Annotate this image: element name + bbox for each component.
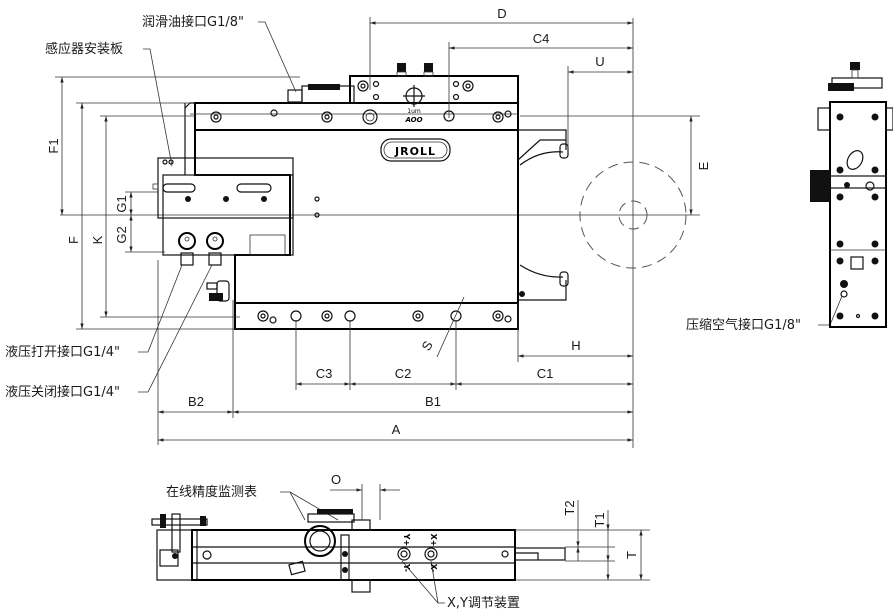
- y-adjust-screw: [397, 547, 411, 561]
- dim-T1: T1: [592, 512, 607, 527]
- dim-T2: T2: [562, 500, 577, 515]
- sensor-mounting-plate: [152, 157, 294, 219]
- bolt-holes-top: [210, 80, 512, 125]
- callout-sensor-plate: 感应器安装板: [45, 41, 123, 57]
- dial-brand: AOO: [404, 116, 422, 124]
- main-body: [194, 129, 519, 304]
- shaft: [514, 547, 566, 561]
- dial-gauge: [304, 525, 336, 557]
- callout-hydraulic-open: 液压打开接口G1/4": [5, 344, 120, 360]
- dim-B2: B2: [188, 394, 204, 409]
- top-knob: [397, 63, 406, 72]
- dim-O: O: [331, 472, 341, 487]
- hydraulic-fittings: [178, 232, 230, 302]
- hydraulic-block: [162, 174, 294, 256]
- mark-x-minus: X-: [429, 564, 438, 573]
- bottom-bar: [234, 302, 519, 330]
- dim-C1: C1: [537, 366, 554, 381]
- mark-x-plus: X+: [429, 534, 438, 547]
- callout-dial-gauge: 在线精度监测表: [166, 484, 257, 500]
- lube-port-fitting: [287, 84, 355, 104]
- dim-S: S: [418, 338, 435, 353]
- dimensions: D C4 U E F1 F K G1 G2: [46, 6, 711, 445]
- mark-y-minus: Y-: [402, 563, 411, 572]
- callout-air-port: 压缩空气接口G1/8": [686, 317, 801, 333]
- callout-lube-port: 润滑油接口G1/8": [142, 14, 244, 30]
- dim-H: H: [571, 338, 580, 353]
- callout-hydraulic-close: 液压关闭接口G1/4": [5, 384, 120, 400]
- callout-xy-adjust: X,Y调节装置: [447, 596, 520, 611]
- dim-F1: F1: [46, 138, 61, 153]
- dim-F: F: [66, 236, 81, 244]
- dim-G1: G1: [114, 195, 129, 212]
- svg-text:JROLL: JROLL: [394, 145, 436, 158]
- dim-G2: G2: [114, 226, 129, 243]
- top-knob: [424, 63, 433, 72]
- dim-E: E: [696, 161, 711, 170]
- side-view: [810, 62, 893, 328]
- x-adjust-screw: [424, 547, 438, 561]
- dim-K: K: [90, 235, 105, 244]
- dim-B1: B1: [425, 394, 441, 409]
- crosshair-dial-icon: [403, 85, 425, 107]
- jroll-logo: JROLL: [380, 138, 451, 162]
- dim-T: T: [624, 551, 639, 559]
- dial-caption: 1um: [407, 108, 421, 115]
- clamping-jaws: [517, 129, 569, 301]
- dim-D: D: [497, 6, 506, 21]
- workpiece-core: [618, 200, 648, 230]
- dim-A: A: [392, 422, 401, 437]
- callouts: 润滑油接口G1/8" 感应器安装板 液压打开接口G1/4" 液压关闭接口G1/4…: [5, 14, 843, 611]
- dim-C2: C2: [395, 366, 412, 381]
- workpiece-outline: [579, 161, 687, 269]
- bottom-view: Y+ Y- X+ X- O T2 T1 T: [151, 472, 650, 593]
- dim-C4: C4: [533, 31, 550, 46]
- dim-C3: C3: [316, 366, 333, 381]
- mark-y-plus: Y+: [402, 533, 411, 547]
- dim-U: U: [595, 54, 604, 69]
